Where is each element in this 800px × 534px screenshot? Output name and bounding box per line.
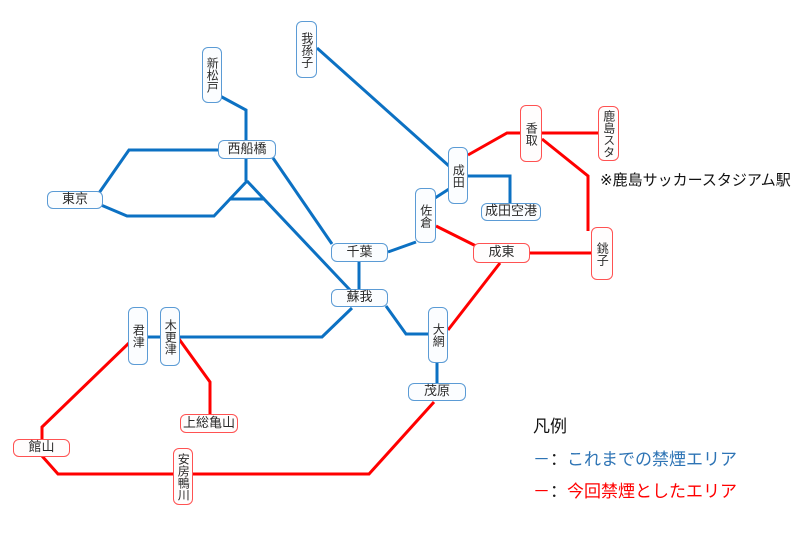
station-katori: 香取 bbox=[520, 105, 542, 162]
station-awa-kamogawa: 安房鴨川 bbox=[173, 448, 193, 505]
line-tokyo-nishifunabashi-upper bbox=[97, 148, 219, 194]
station-sakura: 佐倉 bbox=[415, 188, 436, 243]
line-nishifunabashi-chiba bbox=[271, 157, 334, 245]
legend-label-new: 今回禁煙としたエリア bbox=[567, 482, 737, 502]
legend-colon: ： bbox=[550, 450, 567, 470]
station-tokyo: 東京 bbox=[47, 191, 103, 209]
station-choshi: 銚子 bbox=[591, 227, 613, 280]
station-abiko: 我孫子 bbox=[296, 21, 317, 78]
line-soga-oami bbox=[384, 305, 429, 336]
line-naruto-oami bbox=[446, 262, 502, 331]
station-kazusa-kameyama: 上総亀山 bbox=[180, 414, 238, 433]
station-oami: 大網 bbox=[428, 307, 448, 363]
line-kisarazu-kazusakameyama bbox=[177, 338, 212, 415]
station-kisarazu: 木更津 bbox=[160, 307, 180, 366]
legend-colon: ： bbox=[550, 482, 567, 502]
station-nishifunabashi: 西船橋 bbox=[218, 140, 276, 159]
station-naruto: 成東 bbox=[473, 243, 530, 263]
line-katori-choshi bbox=[541, 137, 590, 231]
line-sakura-narita bbox=[434, 187, 450, 200]
legend-label-existing: これまでの禁煙エリア bbox=[567, 450, 737, 470]
line-sakura-naruto bbox=[435, 224, 477, 248]
station-narita: 成田 bbox=[448, 147, 468, 204]
legend-item-existing: －：これまでの禁煙エリア bbox=[533, 445, 737, 470]
line-chiba-sakura bbox=[387, 240, 417, 254]
line-tokyo-nishifunabashi-lower bbox=[100, 179, 249, 218]
station-shinmatsudo: 新松戸 bbox=[202, 47, 222, 103]
line-tateyama-awakamogawa-mobara bbox=[40, 400, 436, 476]
station-tateyama: 館山 bbox=[13, 439, 70, 457]
legend-item-new: －：今回禁煙としたエリア bbox=[533, 477, 737, 502]
line-kimitsu-kisarazu-soga bbox=[138, 306, 354, 339]
station-kashima-sta: 鹿島スタ bbox=[598, 106, 619, 161]
legend-dash-existing-icon: － bbox=[533, 450, 550, 470]
legend: 凡例 －：これまでの禁煙エリア －：今回禁煙としたエリア bbox=[533, 412, 737, 509]
line-abiko-narita bbox=[316, 46, 450, 168]
line-kimitsu-tateyama bbox=[40, 341, 131, 440]
station-chiba: 千葉 bbox=[331, 243, 388, 262]
line-narita-airport bbox=[468, 174, 512, 204]
line-narita-katori bbox=[467, 131, 521, 157]
station-mobara: 茂原 bbox=[408, 383, 466, 401]
line-shinmatsudo-nishifunabashi bbox=[219, 94, 248, 181]
legend-dash-new-icon: － bbox=[533, 482, 550, 502]
line-nishifunabashi-soga bbox=[245, 179, 352, 292]
legend-title: 凡例 bbox=[533, 417, 567, 437]
station-kimitsu: 君津 bbox=[128, 307, 148, 365]
station-narita-airport: 成田空港 bbox=[481, 203, 541, 221]
station-soga: 蘇我 bbox=[331, 289, 388, 307]
kashima-stadium-note: ※鹿島サッカースタジアム駅 bbox=[600, 171, 791, 189]
